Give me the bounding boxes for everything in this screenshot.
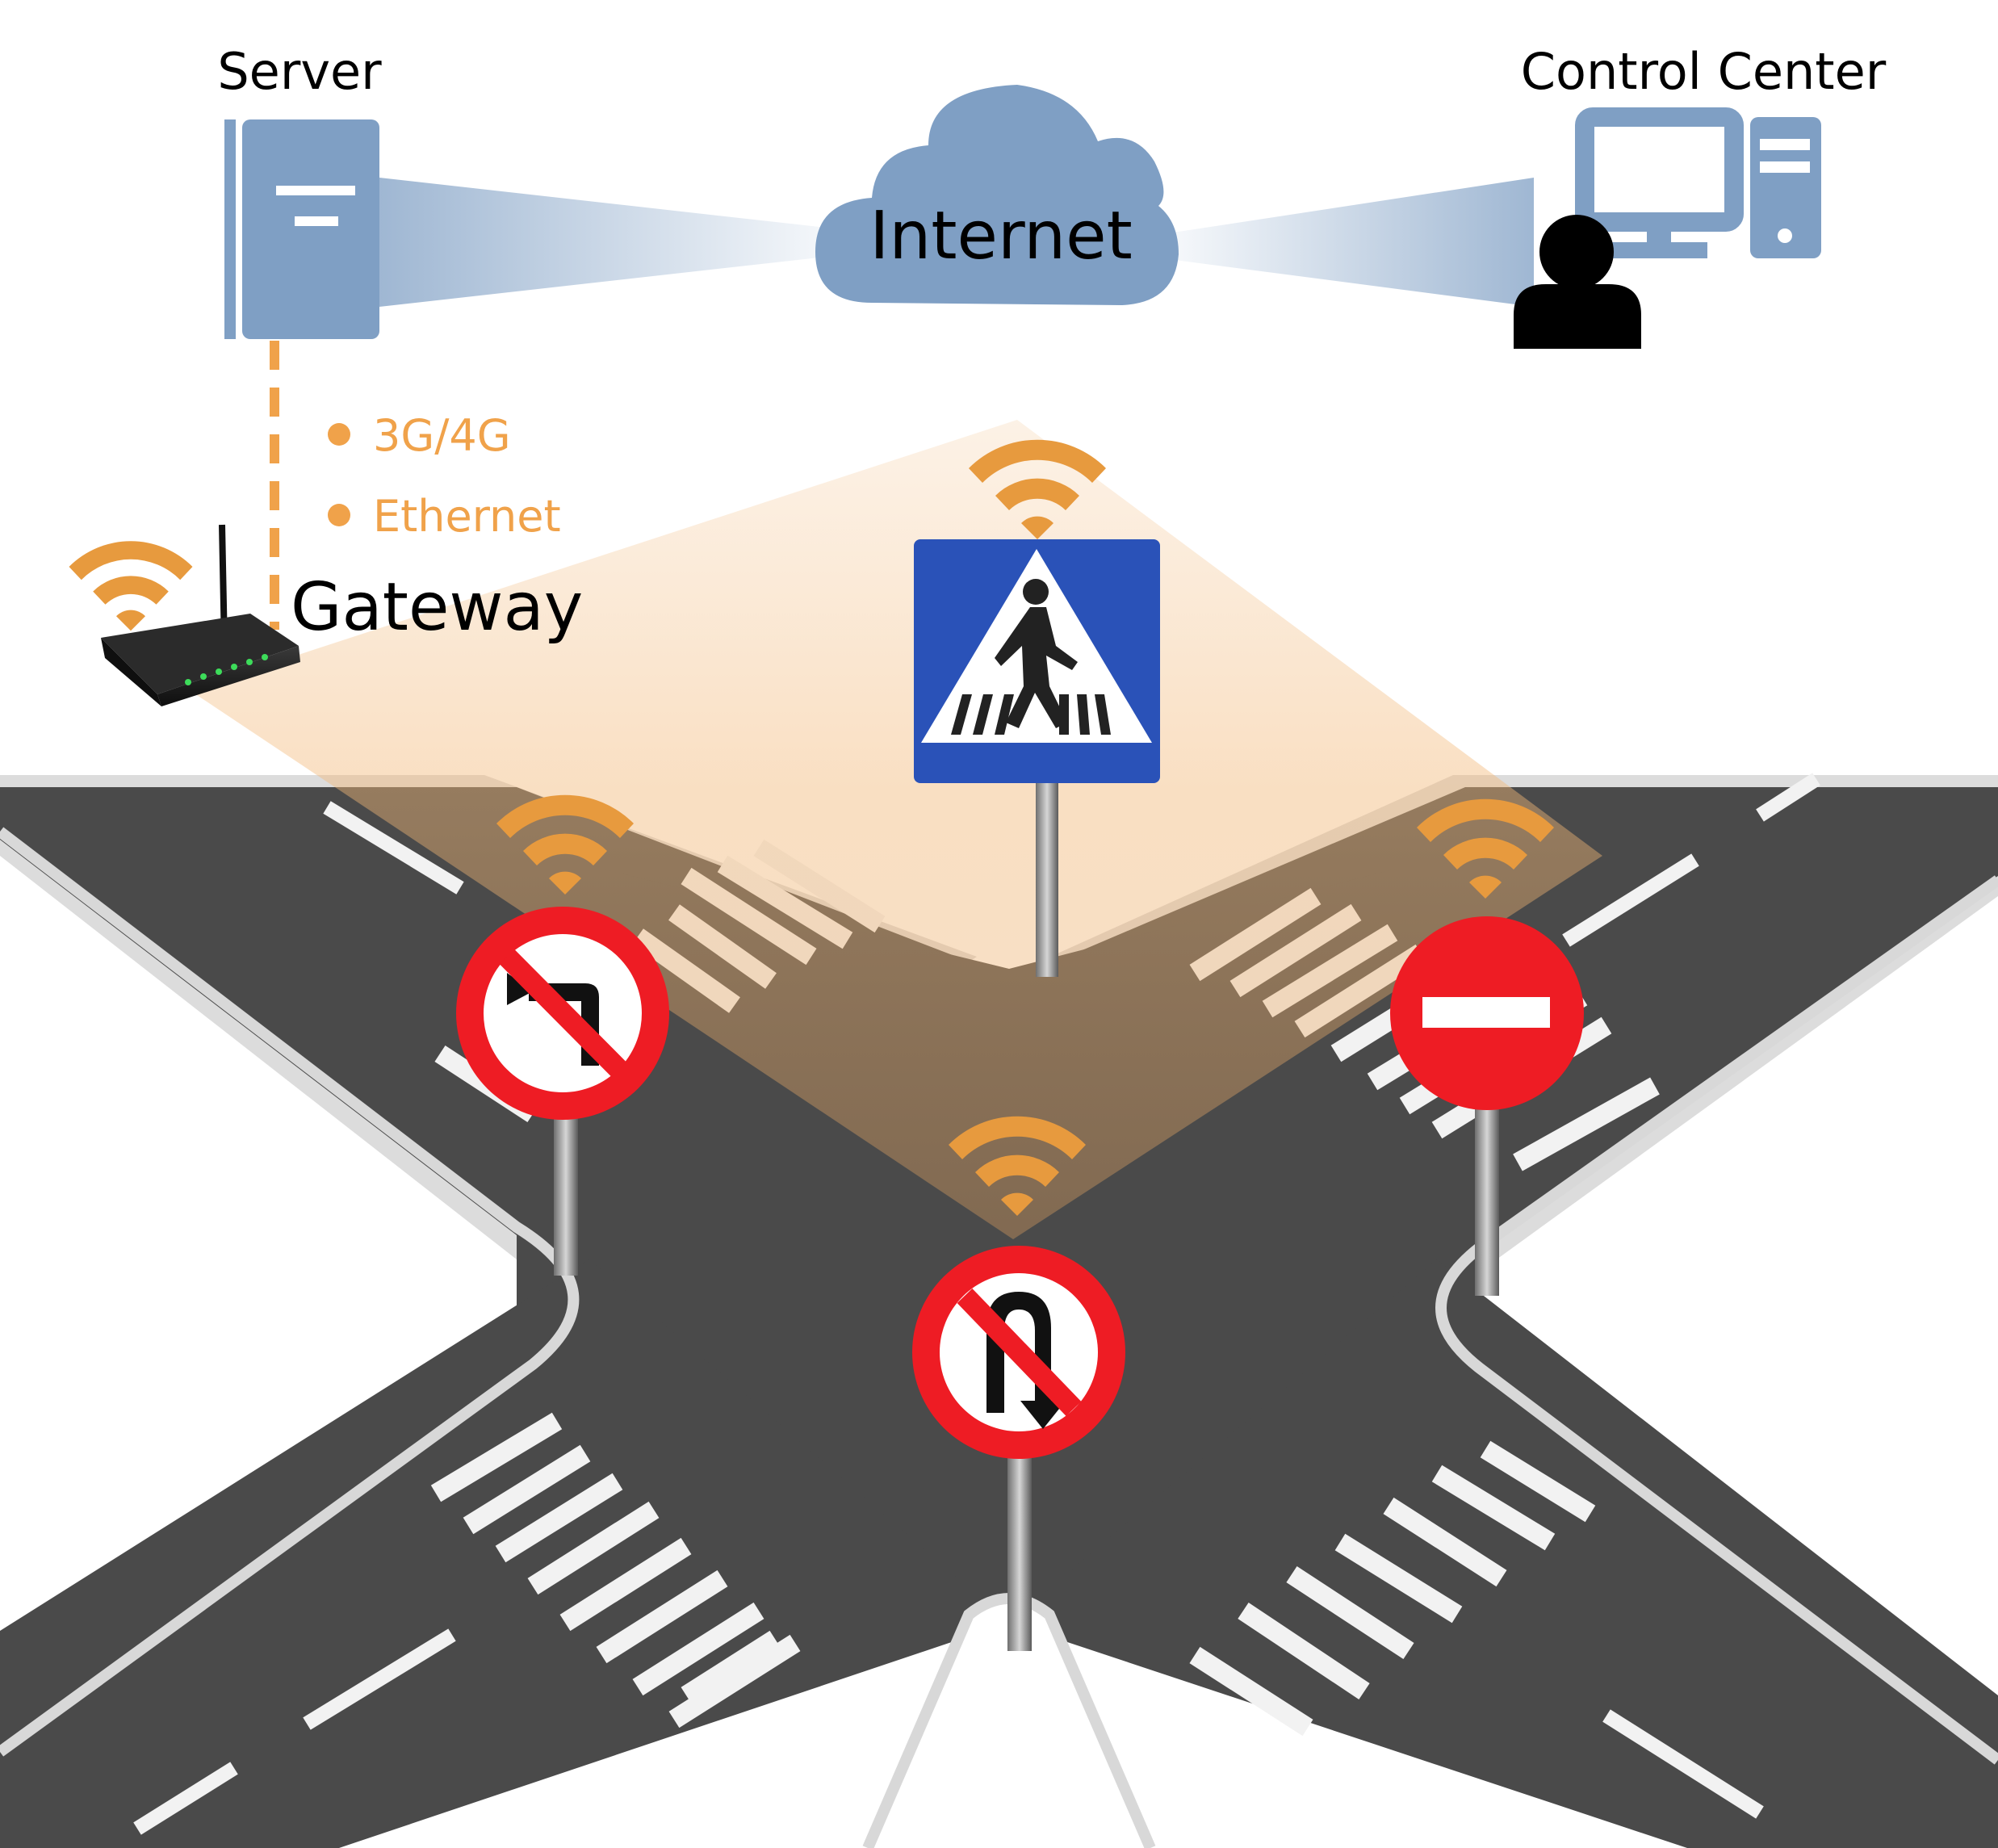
no-u-turn-sign-node xyxy=(912,1116,1125,1651)
internet-label: Internet xyxy=(869,198,1133,274)
wifi-icon xyxy=(69,541,193,631)
wireless-coverage-area xyxy=(190,420,1602,1239)
svg-text:Ethernet: Ethernet xyxy=(373,491,561,542)
no-u-turn-sign-icon xyxy=(912,1246,1125,1459)
no-entry-sign-icon xyxy=(1390,916,1584,1110)
pedestrian-crossing-sign-node xyxy=(914,439,1160,977)
gateway-node: Gateway xyxy=(69,524,583,706)
connection-item-3g-4g: 3G/4G xyxy=(328,410,511,461)
sign-pole xyxy=(1475,1082,1499,1296)
control-center-label: Control Center xyxy=(1521,42,1887,101)
server-label: Server xyxy=(217,42,382,101)
server-internet-link xyxy=(379,178,848,307)
no-left-turn-sign-node xyxy=(456,794,669,1276)
svg-text:3G/4G: 3G/4G xyxy=(373,410,511,461)
server-icon xyxy=(224,119,379,339)
connection-item-ethernet: Ethernet xyxy=(328,491,561,542)
gateway-label: Gateway xyxy=(291,569,583,646)
curb-left xyxy=(0,827,580,1757)
pedestrian-crossing-sign-icon xyxy=(914,539,1160,783)
sign-pole xyxy=(554,1102,578,1276)
no-entry-sign-node xyxy=(1390,798,1584,1296)
sign-pole xyxy=(1007,1453,1032,1651)
user-icon xyxy=(1514,215,1641,349)
internet-node: Internet xyxy=(815,85,1179,305)
connection-types: 3G/4G Ethernet xyxy=(328,410,561,542)
backbone-links xyxy=(379,178,1534,307)
lane-dashes xyxy=(133,773,1820,1835)
control-center-node: Control Center xyxy=(1514,42,1887,349)
desktop-computer-icon xyxy=(1575,107,1821,258)
router-icon xyxy=(101,524,300,706)
curb-right xyxy=(1435,875,1998,1765)
server-node: Server xyxy=(217,42,382,339)
internet-control-center-link xyxy=(1162,178,1534,307)
sign-pole xyxy=(1036,775,1058,977)
no-left-turn-sign-icon xyxy=(456,907,669,1120)
cloud-icon xyxy=(815,85,1179,305)
